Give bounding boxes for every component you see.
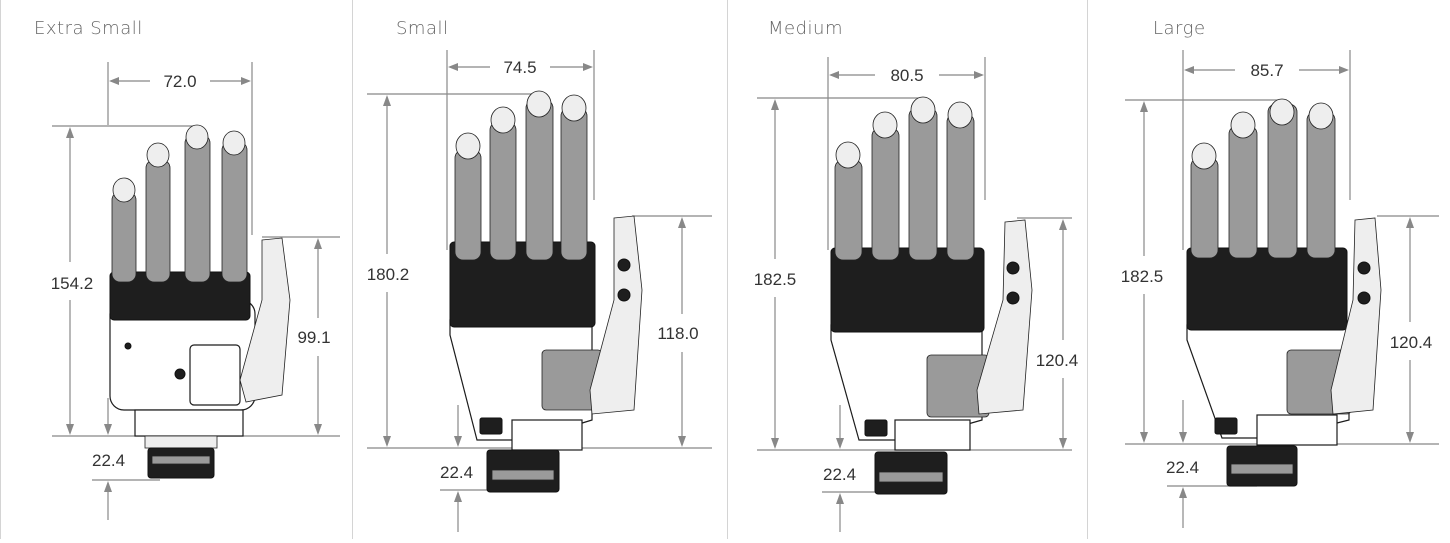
wrist-label: 22.4 xyxy=(823,465,856,484)
height-label: 180.2 xyxy=(367,265,410,284)
panel-small: Small 74.5 180.2 118.0 22.4 xyxy=(352,0,727,539)
hand-illustration xyxy=(449,90,643,493)
panel-large: Large 85.7 182.5 120.4 22.4 xyxy=(1087,0,1450,539)
wrist-label: 22.4 xyxy=(92,451,125,470)
size-label: Small xyxy=(396,18,449,39)
hand-diagram: 72.0 154.2 99.1 22.4 xyxy=(51,62,340,520)
height-label: 182.5 xyxy=(754,270,797,289)
panel-extra-small: Extra Small 72.0 154.2 99.1 22.4 xyxy=(0,0,352,539)
width-label: 85.7 xyxy=(1250,61,1283,80)
panel-divider xyxy=(727,0,728,539)
wrist-label: 22.4 xyxy=(440,463,473,482)
width-label: 80.5 xyxy=(890,66,923,85)
hand-diagram: 85.7 182.5 120.4 22.4 xyxy=(1121,50,1439,528)
hand-illustration xyxy=(1186,98,1382,487)
panel-divider xyxy=(352,0,353,539)
hand-illustration xyxy=(109,124,291,479)
size-label: Medium xyxy=(768,18,843,39)
panel-divider xyxy=(1087,0,1088,539)
panel-medium: Medium 80.5 182.5 120.4 22.4 xyxy=(727,0,1087,539)
size-label: Large xyxy=(1153,18,1206,39)
thumb-height-label: 120.4 xyxy=(1390,333,1433,352)
panel-divider xyxy=(0,0,1,539)
thumb-height-label: 120.4 xyxy=(1036,351,1079,370)
thumb-height-label: 99.1 xyxy=(297,328,330,347)
hand-illustration xyxy=(830,96,1033,495)
wrist-label: 22.4 xyxy=(1166,458,1199,477)
hand-diagram: 80.5 182.5 120.4 22.4 xyxy=(754,57,1079,532)
hand-diagram: 74.5 180.2 118.0 22.4 xyxy=(367,50,712,532)
width-label: 74.5 xyxy=(503,58,536,77)
size-label: Extra Small xyxy=(34,18,143,39)
width-label: 72.0 xyxy=(163,72,196,91)
thumb-height-label: 118.0 xyxy=(657,324,698,343)
height-label: 154.2 xyxy=(51,274,94,293)
height-label: 182.5 xyxy=(1121,267,1164,286)
